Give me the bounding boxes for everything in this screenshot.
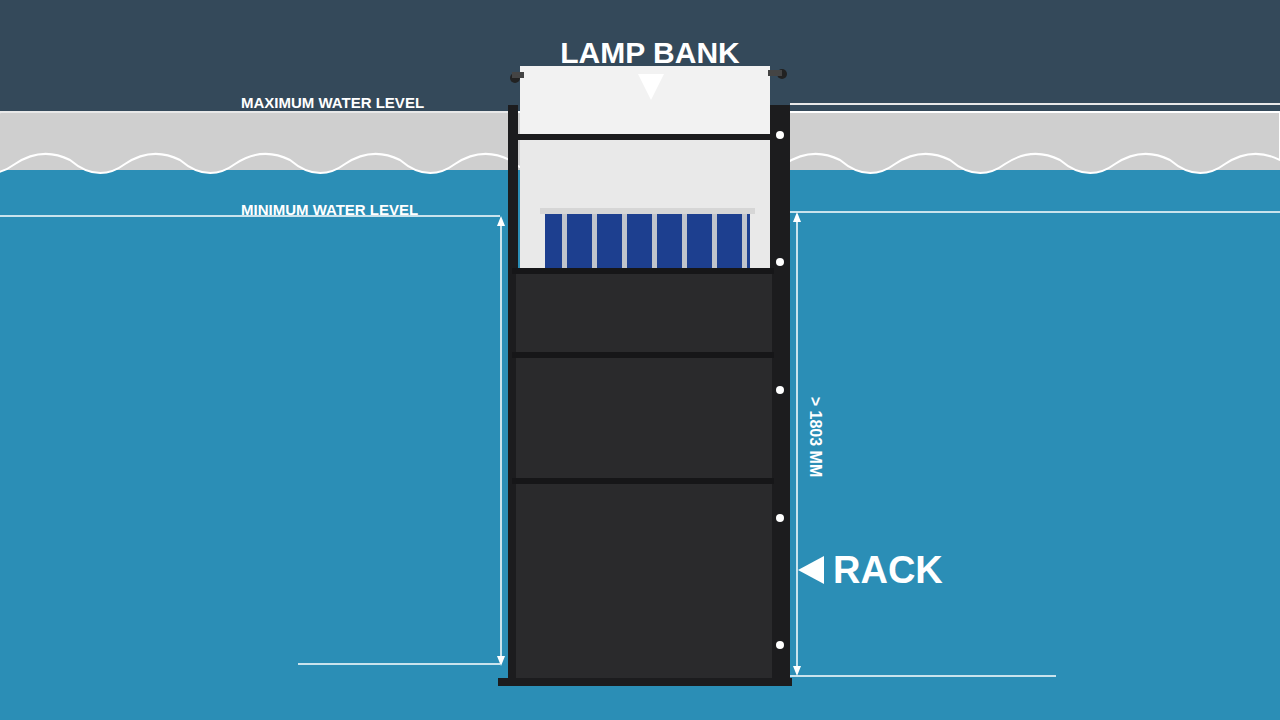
lamp-tube	[562, 212, 567, 268]
water	[0, 140, 1280, 720]
max-level-line	[0, 111, 508, 113]
lamp-tube	[652, 212, 657, 268]
max-level-line	[790, 103, 1280, 105]
min-level-line	[790, 211, 1280, 213]
lamp-tube	[622, 212, 627, 268]
rack-bolt	[776, 514, 784, 522]
level-label: MINIMUM WATER LEVEL	[241, 202, 418, 217]
lamp-tube	[592, 212, 597, 268]
rack-pointer	[798, 556, 824, 584]
rack-bolt	[776, 641, 784, 649]
part-label: RACK	[833, 551, 943, 589]
lamp-tube	[742, 212, 747, 268]
rack-bolt	[776, 258, 784, 266]
floor-line	[298, 663, 500, 665]
rack	[498, 105, 792, 686]
dimension-label: > 1803 MM	[807, 397, 823, 477]
lamp-bank	[510, 66, 787, 272]
lamp-bank-pointer	[638, 74, 664, 100]
floor-line	[790, 675, 1056, 677]
lamp-tube	[682, 212, 687, 268]
rack-bolt	[776, 386, 784, 394]
level-label: MAXIMUM WATER LEVEL	[241, 95, 424, 110]
part-label: LAMP BANK	[560, 38, 739, 68]
lamp-tube	[712, 212, 717, 268]
rack-bolt	[776, 131, 784, 139]
